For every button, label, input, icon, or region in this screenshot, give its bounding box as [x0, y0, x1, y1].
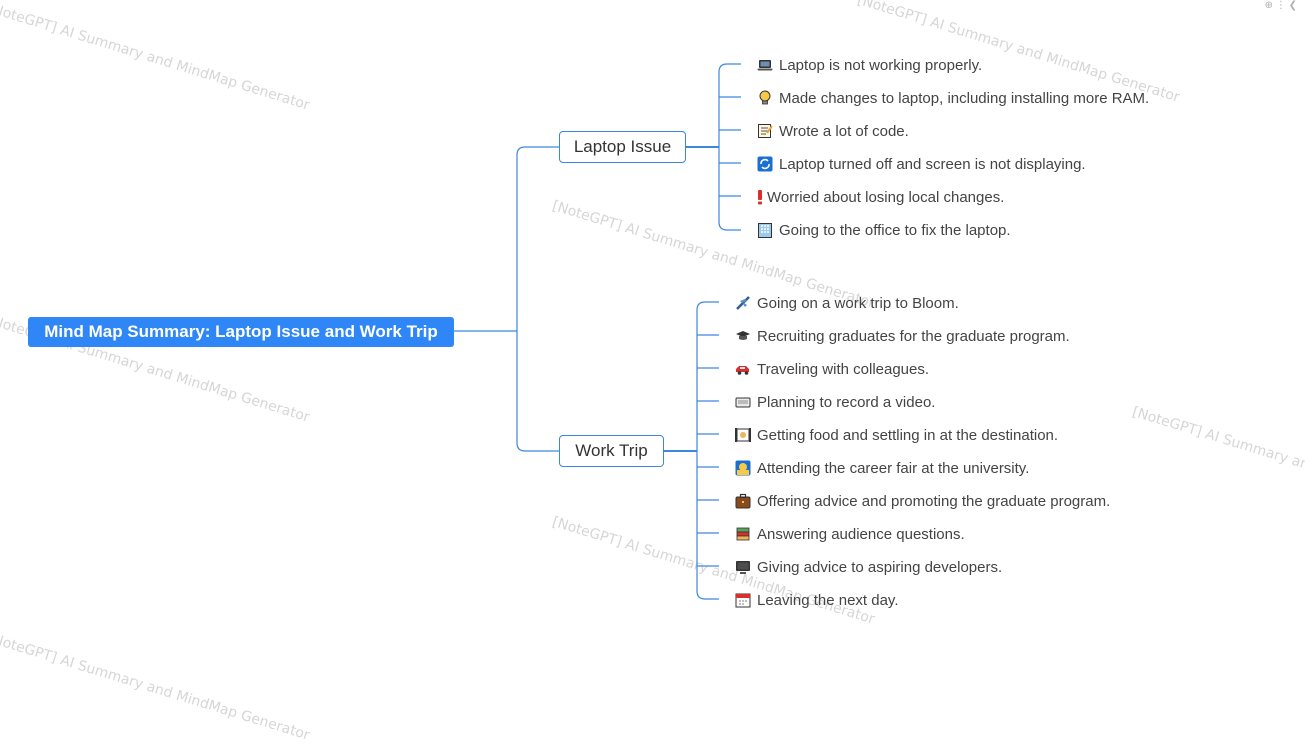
person-icon [735, 460, 751, 476]
leaf-text: Attending the career fair at the univers… [757, 459, 1030, 477]
leaf-text: Getting food and settling in at the dest… [757, 426, 1059, 444]
root-node[interactable]: Mind Map Summary: Laptop Issue and Work … [28, 317, 454, 347]
memo-icon [757, 123, 773, 139]
leaf-item[interactable]: Traveling with colleagues. [735, 358, 929, 380]
leaf-item[interactable]: Going to the office to fix the laptop. [757, 219, 1011, 241]
leaf-item[interactable]: Wrote a lot of code. [757, 120, 909, 142]
leaf-item[interactable]: Laptop is not working properly. [757, 54, 982, 76]
leaf-text: Planning to record a video. [757, 393, 936, 411]
branch-node-laptop-issue[interactable]: Laptop Issue [559, 131, 686, 163]
leaf-item[interactable]: Attending the career fair at the univers… [735, 457, 1029, 479]
leaf-text: Worried about losing local changes. [767, 188, 1005, 206]
food-icon [735, 427, 751, 443]
leaf-item[interactable]: Laptop turned off and screen is not disp… [757, 153, 1086, 175]
calendar-icon [735, 592, 751, 608]
leaf-item[interactable]: Made changes to laptop, including instal… [757, 87, 1149, 109]
leaf-item[interactable]: Planning to record a video. [735, 391, 935, 413]
leaf-text: Recruiting graduates for the graduate pr… [757, 327, 1070, 345]
graduation-cap-icon [735, 328, 751, 344]
leaf-item[interactable]: Offering advice and promoting the gradua… [735, 490, 1110, 512]
video-camera-icon [735, 394, 751, 410]
leaf-text: Leaving the next day. [757, 591, 899, 609]
leaf-text: Wrote a lot of code. [779, 122, 909, 140]
leaf-item[interactable]: Worried about losing local changes. [757, 186, 1004, 208]
office-building-icon [757, 222, 773, 238]
leaf-item[interactable]: Leaving the next day. [735, 589, 899, 611]
leaf-text: Giving advice to aspiring developers. [757, 558, 1003, 576]
laptop-icon [757, 57, 773, 73]
leaf-text: Going to the office to fix the laptop. [779, 221, 1011, 239]
branch-node-work-trip[interactable]: Work Trip [559, 435, 664, 467]
leaf-item[interactable]: Recruiting graduates for the graduate pr… [735, 325, 1070, 347]
leaf-item[interactable]: Getting food and settling in at the dest… [735, 424, 1058, 446]
leaf-text: Laptop is not working properly. [779, 56, 983, 74]
leaf-text: Answering audience questions. [757, 525, 965, 543]
briefcase-icon [735, 493, 751, 509]
lightbulb-icon [757, 90, 773, 106]
leaf-text: Traveling with colleagues. [757, 360, 930, 378]
leaf-item[interactable]: Going on a work trip to Bloom. [735, 292, 959, 314]
books-icon [735, 526, 751, 542]
leaf-text: Made changes to laptop, including instal… [779, 89, 1150, 107]
leaf-item[interactable]: Answering audience questions. [735, 523, 965, 545]
car-icon [735, 361, 751, 377]
refresh-icon [757, 156, 773, 172]
computer-icon [735, 559, 751, 575]
leaf-text: Offering advice and promoting the gradua… [757, 492, 1111, 510]
leaf-text: Laptop turned off and screen is not disp… [779, 155, 1086, 173]
airplane-icon [735, 295, 751, 311]
leaf-item[interactable]: Giving advice to aspiring developers. [735, 556, 1002, 578]
exclamation-icon [757, 189, 763, 205]
toolbar-icons[interactable]: ⊕ ⋮ ❮ [1264, 0, 1297, 11]
connector-lines [454, 63, 741, 600]
leaf-text: Going on a work trip to Bloom. [757, 294, 959, 312]
